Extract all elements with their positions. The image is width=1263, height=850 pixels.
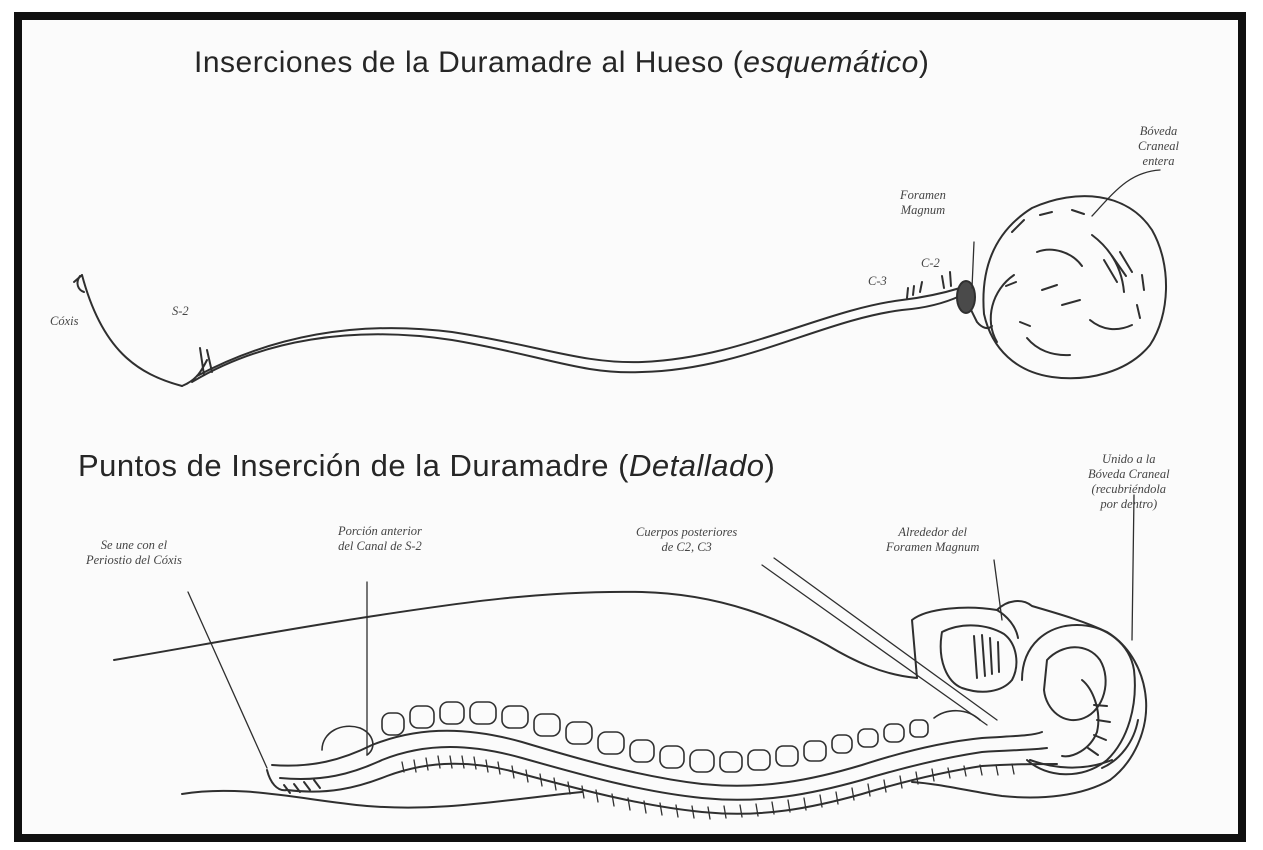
dura-mater-illustration: [22, 20, 1238, 834]
label-s2-canal: Porción anterior del Canal de S-2: [338, 524, 422, 554]
label-c3: C-3: [868, 274, 887, 289]
label-foramen-magnum-detailed: Alrededor del Foramen Magnum: [886, 525, 979, 555]
schematic-dural-sac: [74, 275, 960, 386]
figure-frame: Inserciones de la Duramadre al Hueso (es…: [14, 12, 1246, 842]
vertebral-bodies: [322, 702, 980, 772]
schematic-cranial-vault: [983, 196, 1166, 378]
label-coxis: Cóxis: [50, 314, 78, 329]
label-s2: S-2: [172, 304, 189, 319]
label-cranial-vault-detailed: Unido a la Bóveda Craneal (recubriéndola…: [1088, 452, 1170, 512]
label-coccyx-periosteum: Se une con el Periostio del Cóxis: [86, 538, 182, 568]
posterior-arches: [402, 756, 1014, 819]
label-cranial-vault-schematic: Bóveda Craneal entera: [1138, 124, 1179, 169]
label-foramen-magnum-schematic: Foramen Magnum: [900, 188, 946, 218]
spinal-canal: [267, 731, 1057, 814]
label-c2: C-2: [921, 256, 940, 271]
label-c2-c3-bodies: Cuerpos posteriores de C2, C3: [636, 525, 737, 555]
